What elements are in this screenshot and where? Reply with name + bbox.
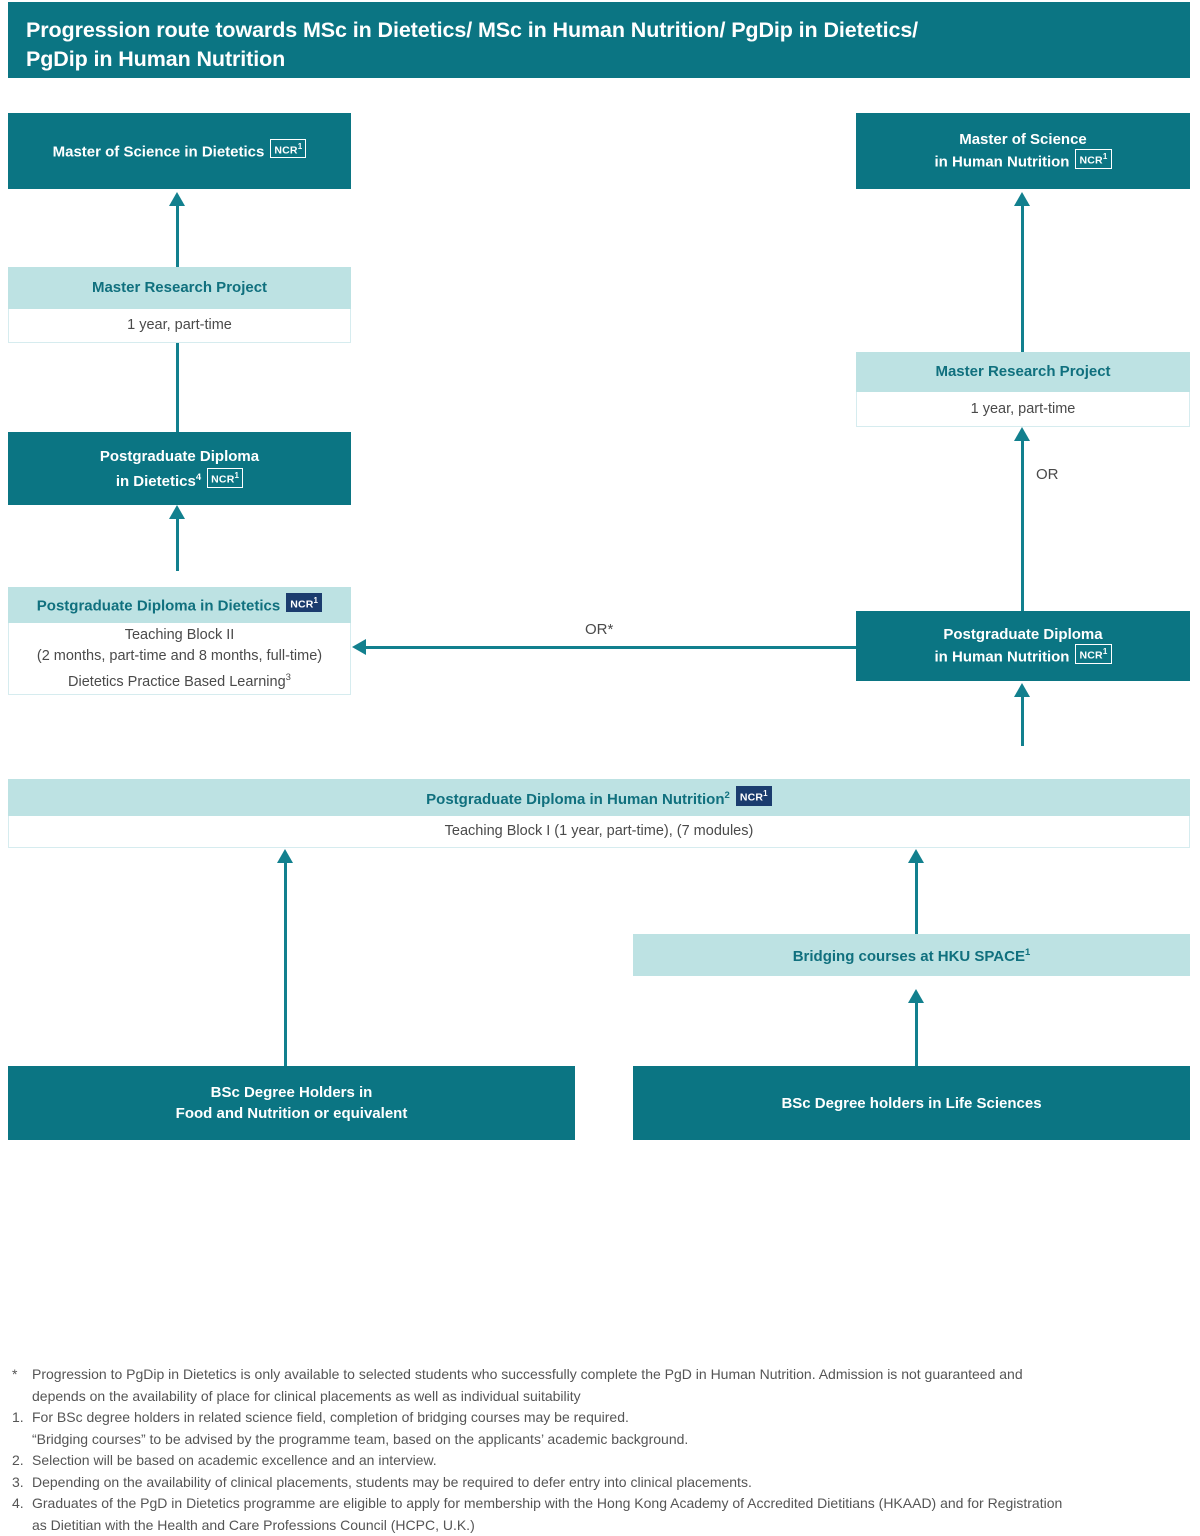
connector-line [1021,205,1024,352]
node-master-research-project-left-body: 1 year, part-time [8,309,351,343]
node-bridging-courses: Bridging courses at HKU SPACE1 [633,934,1190,976]
page-title: Progression route towards MSc in Dieteti… [8,2,1190,78]
node-master-research-project-right-title: Master Research Project [856,352,1190,392]
connector-arrow-up [1014,683,1030,697]
page-title-line1: Progression route towards MSc in Dieteti… [26,18,919,42]
ncr-badge: NCR1 [207,468,244,488]
connector-line [1021,696,1024,746]
footnote-item: 2. Selection will be based on academic e… [12,1450,1192,1472]
connector-line-horizontal [366,646,856,649]
footnote-marker: 3. [12,1473,24,1490]
footnote-marker: 2. [12,1452,24,1468]
connector-line [1021,440,1024,611]
footnote-text: Graduates of the PgD in Dietetics progra… [32,1495,1063,1533]
footnote-text: Selection will be based on academic exce… [32,1452,437,1468]
connector-arrow-up [1014,192,1030,206]
connector-label-or: OR [1036,466,1059,483]
connector-line [176,205,179,267]
connector-line [915,1002,918,1066]
connector-arrow-up [908,989,924,1003]
node-pgdip-dietetics-light-body: Teaching Block II (2 months, part-time a… [8,623,351,695]
node-msc-dietetics: Master of Science in Dietetics NCR1 [8,113,351,189]
footnote-item: 4. Graduates of the PgD in Dietetics pro… [12,1493,1192,1536]
connector-line [915,862,918,934]
footnote-text: For BSc degree holders in related scienc… [32,1409,689,1447]
connector-line [176,343,179,432]
footnote-item: 3. Depending on the availability of clin… [12,1472,1192,1494]
ncr-badge: NCR1 [270,138,307,159]
node-master-research-project-left-title: Master Research Project [8,267,351,309]
ncr-badge: NCR1 [1075,644,1112,664]
footnote-item: 1. For BSc degree holders in related sci… [12,1407,1192,1450]
ncr-badge: NCR1 [286,592,323,613]
page-title-line2: PgDip in Human Nutrition [26,47,286,71]
connector-label-or-star: OR* [585,621,614,638]
connector-line [176,518,179,571]
node-master-research-project-right-body: 1 year, part-time [856,392,1190,427]
connector-line [284,862,287,1066]
connector-arrow-up [169,505,185,519]
footnote-text: Depending on the availability of clinica… [32,1473,752,1490]
connector-arrow-up [169,192,185,206]
footnote-item: * Progression to PgDip in Dietetics is o… [12,1364,1192,1407]
node-pgdip-human-nutrition-light-title: Postgraduate Diploma in Human Nutrition2… [8,779,1190,816]
footnote-marker: * [12,1366,18,1382]
connector-arrow-up [1014,427,1030,441]
connector-arrow-left [352,639,366,655]
ncr-badge: NCR1 [735,786,772,806]
footnote-marker: 4. [12,1495,24,1511]
node-bsc-life-sciences: BSc Degree holders in Life Sciences [633,1066,1190,1140]
footnotes: * Progression to PgDip in Dietetics is o… [12,1364,1192,1536]
connector-arrow-up [277,849,293,863]
node-bsc-food-nutrition: BSc Degree Holders in Food and Nutrition… [8,1066,575,1140]
connector-arrow-up [908,849,924,863]
footnote-text: Progression to PgDip in Dietetics is onl… [32,1366,1023,1404]
ncr-badge: NCR1 [1075,149,1112,169]
node-msc-dietetics-label: Master of Science in Dietetics [52,143,265,161]
node-pgdip-human-nutrition-light-body: Teaching Block I (1 year, part-time), (7… [8,816,1190,848]
footnote-marker: 1. [12,1409,24,1425]
